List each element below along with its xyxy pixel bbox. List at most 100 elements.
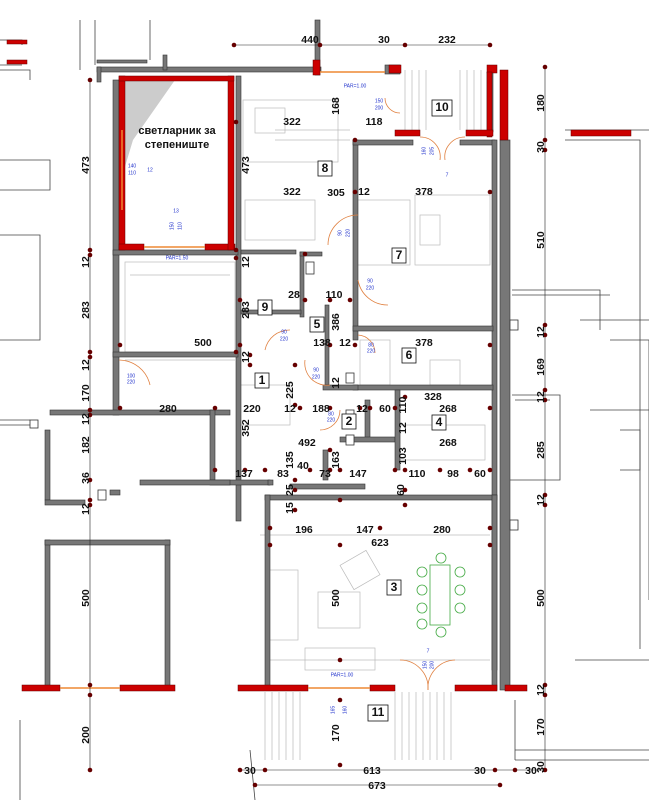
dim-196: 196: [295, 524, 313, 536]
room-label-1: 1: [259, 373, 266, 387]
dim-15: 15: [284, 502, 296, 514]
room-label-3: 3: [391, 580, 398, 594]
dim-left-473: 473: [80, 156, 92, 174]
dim-right-12a: 12: [535, 326, 547, 338]
dim-378-r7: 378: [415, 186, 433, 198]
annot-13: 13: [173, 208, 179, 214]
dim-170-stair: 170: [330, 724, 342, 742]
stair-10-lines: [404, 70, 482, 130]
openings: [60, 71, 385, 689]
dim-top-440: 440: [301, 34, 319, 46]
dining-table: [416, 552, 466, 638]
outer-lines: [0, 20, 649, 800]
room-label-11: 11: [372, 705, 385, 719]
dim-12-c5: 12: [284, 403, 296, 415]
room-label-6: 6: [406, 348, 413, 362]
dim-268b: 268: [439, 437, 457, 449]
door-arcs: [118, 97, 466, 691]
dim-280-hall: 280: [159, 403, 177, 415]
dim-137: 137: [235, 468, 253, 480]
dim-280b: 280: [433, 524, 451, 536]
win-1-w: 150: [375, 98, 384, 104]
dim-dots: [87, 42, 548, 788]
dim-12-r7: 12: [358, 186, 370, 198]
annot-7b: 7: [427, 648, 430, 654]
dim-60b: 60: [474, 468, 486, 480]
dim-283-inner: 283: [240, 301, 252, 319]
dim-118: 118: [366, 116, 383, 128]
dim-12-c3: 12: [240, 351, 252, 363]
win-4-h: 110: [177, 222, 183, 230]
dim-500-living: 500: [330, 589, 342, 607]
room-label-8: 8: [322, 161, 329, 175]
door-3-h: 220: [280, 336, 289, 342]
door-3-w: 90: [281, 329, 287, 335]
room-label-4: 4: [436, 415, 443, 429]
room-label-9: 9: [262, 300, 269, 314]
room-label-10: 10: [435, 100, 449, 114]
dim-147a: 147: [349, 468, 367, 480]
dim-163: 163: [330, 451, 342, 469]
dim-147b: 147: [356, 524, 374, 536]
dim-328: 328: [424, 391, 442, 403]
dim-98: 98: [447, 468, 459, 480]
dim-right-170: 170: [535, 718, 547, 736]
dim-left-170: 170: [80, 384, 92, 402]
dim-305: 305: [327, 187, 345, 199]
dim-138: 138: [313, 337, 331, 349]
dim-right-30b: 30: [535, 141, 547, 153]
door-7-w: 80: [328, 411, 334, 417]
win-3-h: 110: [128, 170, 136, 176]
dim-225: 225: [284, 381, 296, 399]
win-2-h: 205: [429, 147, 435, 156]
walls: [44, 19, 511, 691]
dim-left-12c: 12: [80, 413, 92, 425]
annot-7a: 7: [446, 172, 449, 178]
dim-lines: [89, 44, 546, 786]
room-label-2: 2: [346, 414, 353, 428]
dim-bot-613: 613: [363, 765, 381, 777]
dim-left-182: 182: [80, 436, 92, 454]
dim-top-30: 30: [378, 34, 390, 46]
door-5-w: 90: [313, 367, 319, 373]
win-3-w: 140: [128, 163, 137, 169]
dim-110-b: 110: [397, 396, 409, 413]
door-5-h: 220: [312, 374, 321, 380]
par-1: PAR=1.00: [344, 83, 367, 89]
win-6-h: 160: [342, 706, 348, 715]
dim-left-500: 500: [80, 589, 92, 607]
door-7-h: 220: [327, 417, 336, 423]
dim-285: 285: [535, 441, 547, 459]
dim-12-c7: 12: [397, 422, 409, 434]
dim-60a: 60: [379, 403, 391, 415]
dim-83: 83: [277, 468, 289, 480]
dim-180: 180: [535, 94, 547, 112]
door-4-w: 80: [368, 342, 374, 348]
dim-12-c4: 12: [330, 377, 342, 389]
dim-169: 169: [535, 358, 547, 376]
dim-378-r6: 378: [415, 337, 433, 349]
dim-12-c6: 12: [356, 403, 368, 415]
dim-bot-673: 673: [368, 780, 386, 792]
door-1-h: 220: [345, 229, 351, 238]
dim-60c: 60: [395, 484, 407, 496]
light-shaft-note-line2: степениште: [145, 139, 209, 151]
dim-386: 386: [330, 313, 342, 331]
dim-352: 352: [240, 419, 252, 437]
dim-492: 492: [298, 437, 316, 449]
dim-110-c: 110: [409, 468, 426, 480]
dim-500-hall: 500: [194, 337, 212, 349]
dimension-texts: 440 30 232 168 118 180 30 322 322 473 30…: [80, 34, 547, 792]
dim-left-36: 36: [80, 472, 92, 484]
dim-220: 220: [243, 403, 261, 415]
par-3: PAR=1.00: [331, 672, 354, 678]
dim-103: 103: [397, 447, 409, 465]
win-5-h: 200: [429, 661, 435, 670]
annot-12: 12: [147, 167, 153, 173]
dim-left-12b: 12: [80, 359, 92, 371]
room-label-5: 5: [314, 317, 321, 331]
dim-right-12b: 12: [535, 391, 547, 403]
dim-left-12a: 12: [80, 256, 92, 268]
